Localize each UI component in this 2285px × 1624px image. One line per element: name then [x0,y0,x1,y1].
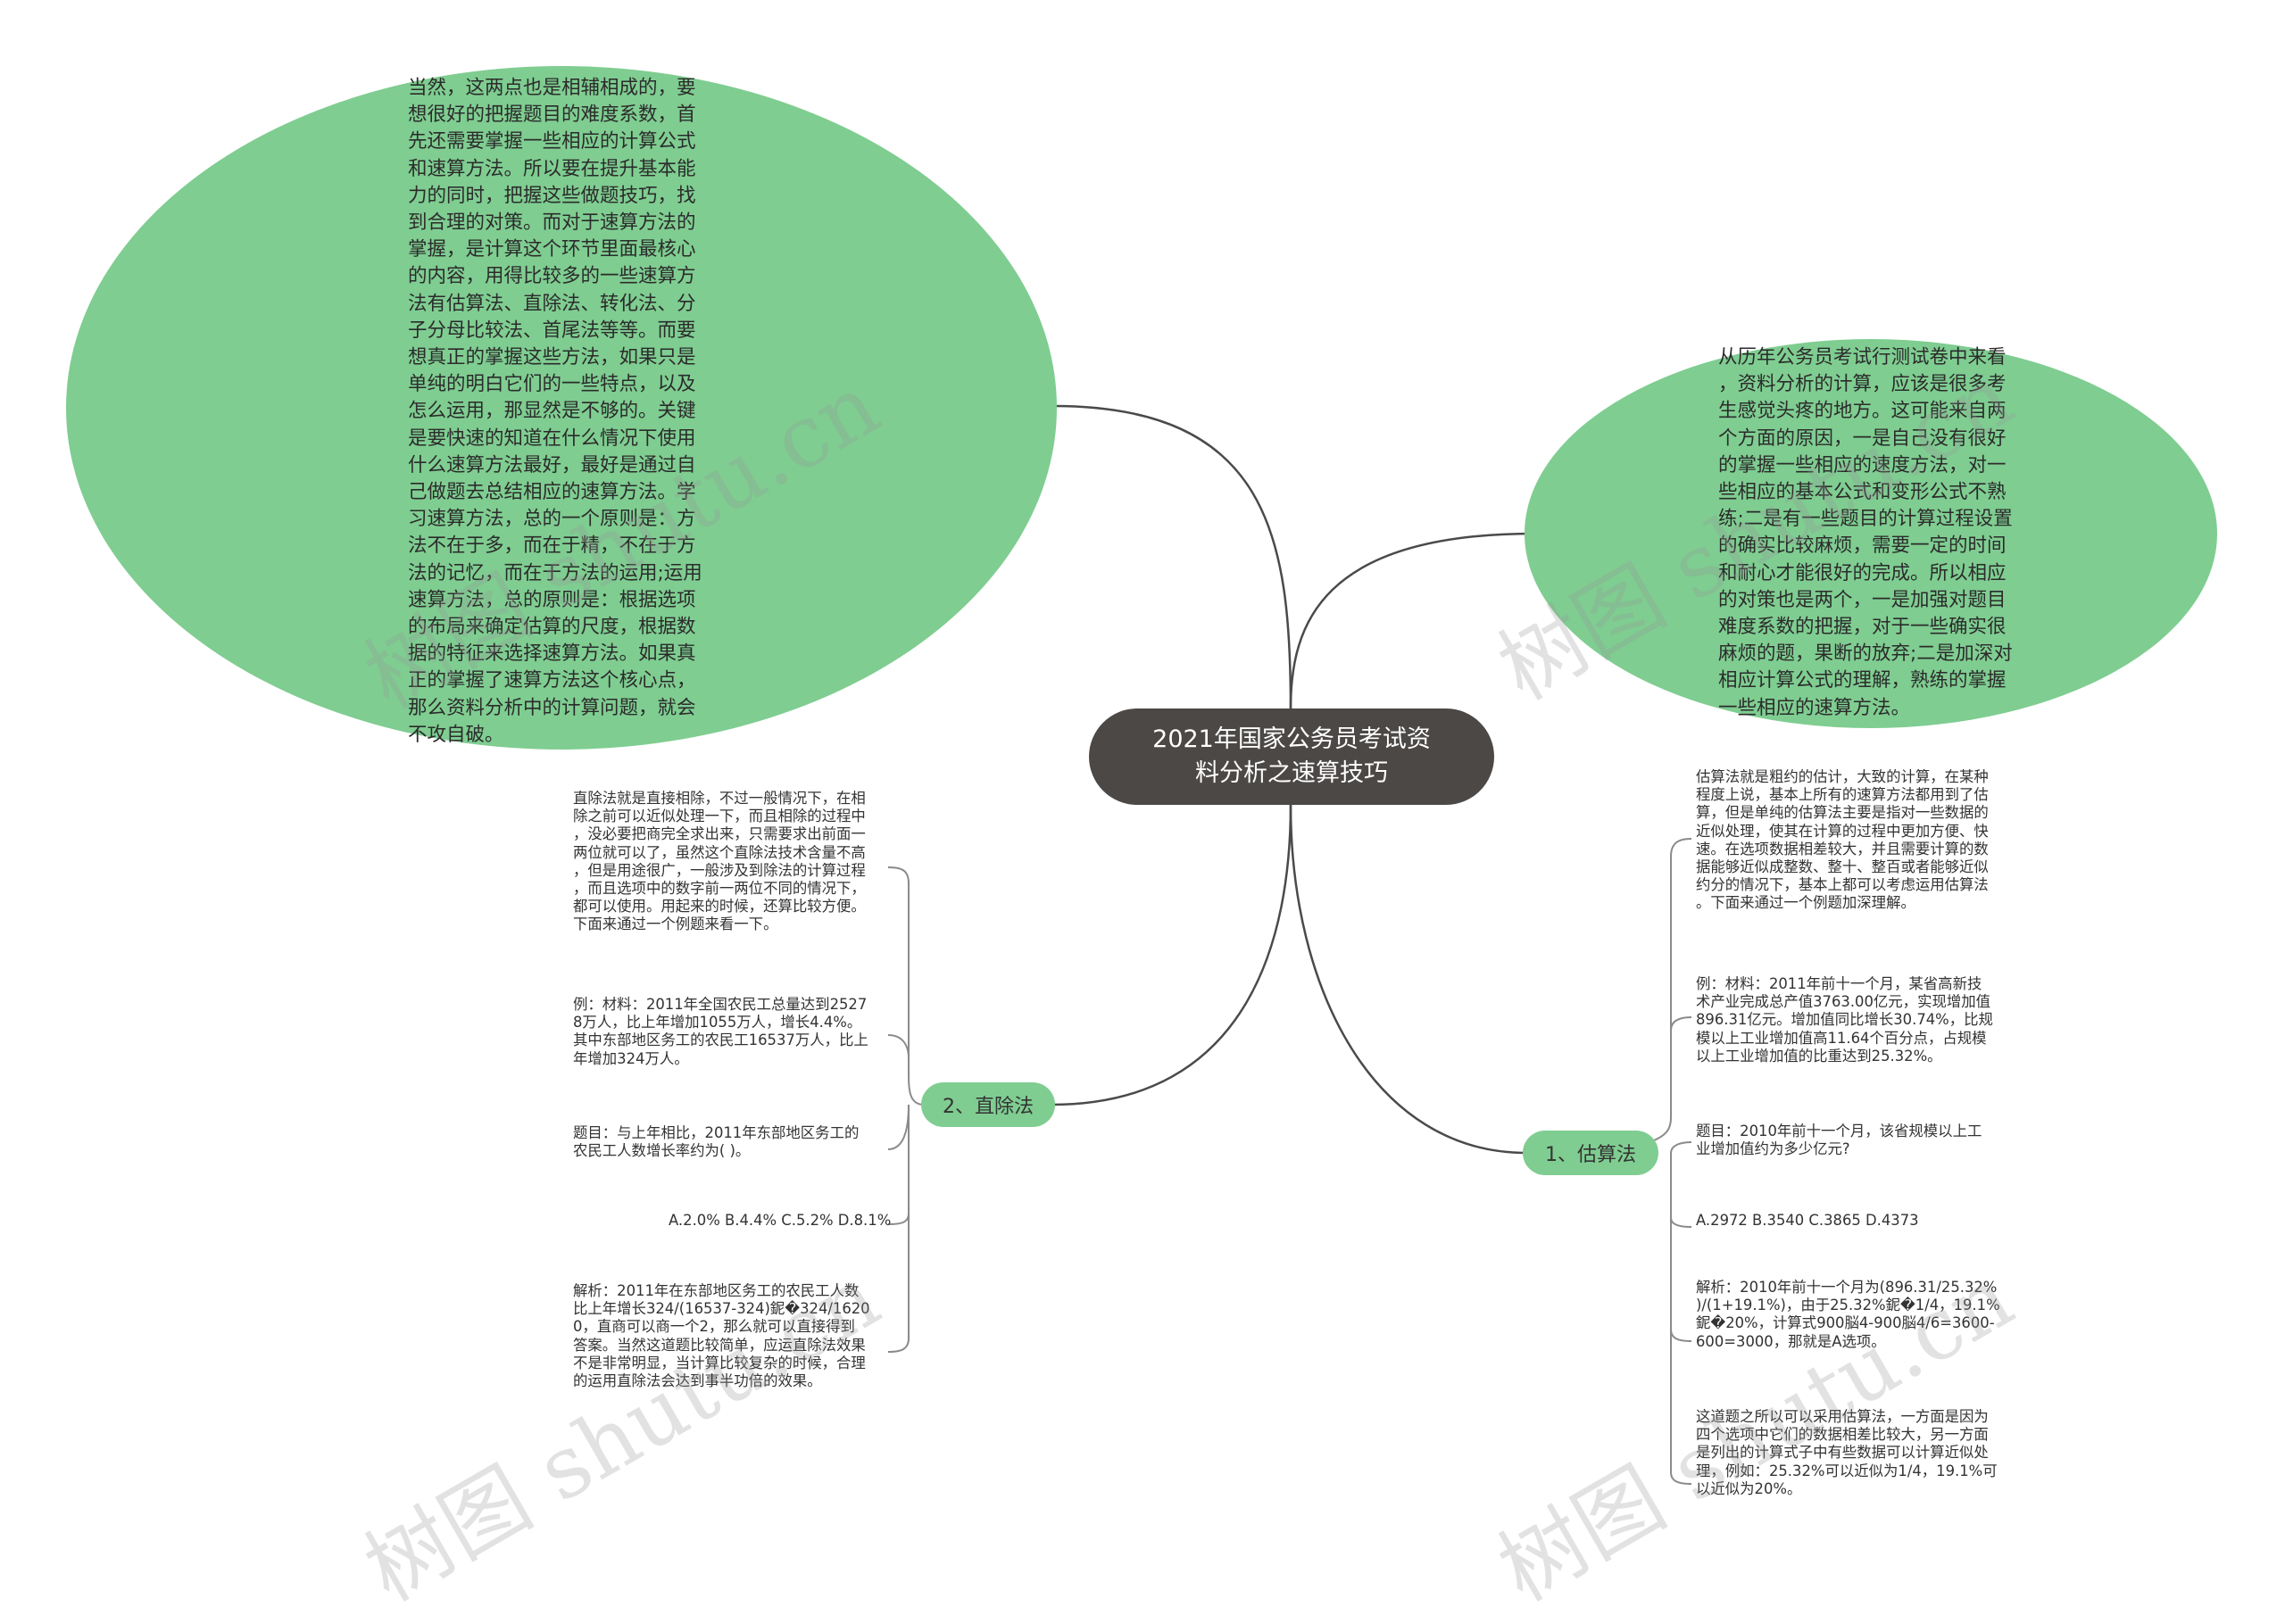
central-topic-title: 2021年国家公务员考试资 料分析之速算技巧 [1152,725,1431,787]
left-leaf-question: 题目：与上年相比，2011年东部地区务工的 农民工人数增长率约为( )。 [573,1124,860,1160]
branch-direct-division[interactable]: 2、直除法 [921,1082,1055,1127]
right-leaf-explanation: 这道题之所以可以采用估算法，一方面是因为 四个选项中它们的数据相差比较大，另一方… [1696,1408,1998,1497]
bracket-right-branch [1525,838,1692,1485]
right-leaf-intro: 估算法就是粗约的估计，大致的计算，在某种 程度上说，基本上所有的速算方法都用到了… [1696,768,1989,912]
branch-estimation-label: 1、估算法 [1545,1144,1636,1166]
link-center-top-right [1289,532,1536,709]
top-left-topic-node[interactable] [66,66,1057,750]
top-right-topic-text: 从历年公务员考试行测试卷中来看 ，资料分析的计算，应该是很多考 生感觉头疼的地方… [1718,346,2013,719]
top-right-topic-node[interactable] [1525,339,2217,728]
left-leaf-options: A.2.0% B.4.4% C.5.2% D.8.1% [669,1212,892,1229]
left-leaf-example: 例：材料：2011年全国农民工总量达到2527 8万人，比上年增加1055万人，… [573,996,868,1067]
branch-direct-division-label: 2、直除法 [943,1096,1034,1118]
branch-estimation[interactable]: 1、估算法 [1523,1131,1658,1175]
left-leaf-intro: 直除法就是直接相除，不过一般情况下，在相 除之前可以近似处理一下，而且相除的过程… [573,790,866,933]
right-leaf-analysis: 解析：2010年前十一个月为(896.31/25.32% )/(1+19.1%)… [1696,1279,2000,1350]
connector-lines [887,404,1692,1485]
central-topic-node[interactable]: 2021年国家公务员考试资 料分析之速算技巧 [1089,708,1494,805]
right-leaf-example: 例：材料：2011年前十一个月，某省高新技 术产业完成总产值3763.00亿元，… [1696,975,1993,1065]
top-left-topic-text: 当然，这两点也是相辅相成的，要 想很好的把握题目的难度系数，首 先还需要掌握一些… [408,77,702,746]
link-center-right-branch [1289,804,1527,1155]
link-center-left-branch [1051,804,1292,1106]
right-leaf-options: A.2972 B.3540 C.3865 D.4373 [1696,1212,1919,1229]
left-leaf-analysis: 解析：2011年在东部地区务工的农民工人数 比上年增长324/(16537-32… [573,1282,870,1390]
bracket-left-branch [887,866,925,1353]
right-leaf-question: 题目：2010年前十一个月，该省规模以上工 业增加值约为多少亿元? [1696,1123,1982,1158]
link-center-top-left [1052,404,1292,709]
